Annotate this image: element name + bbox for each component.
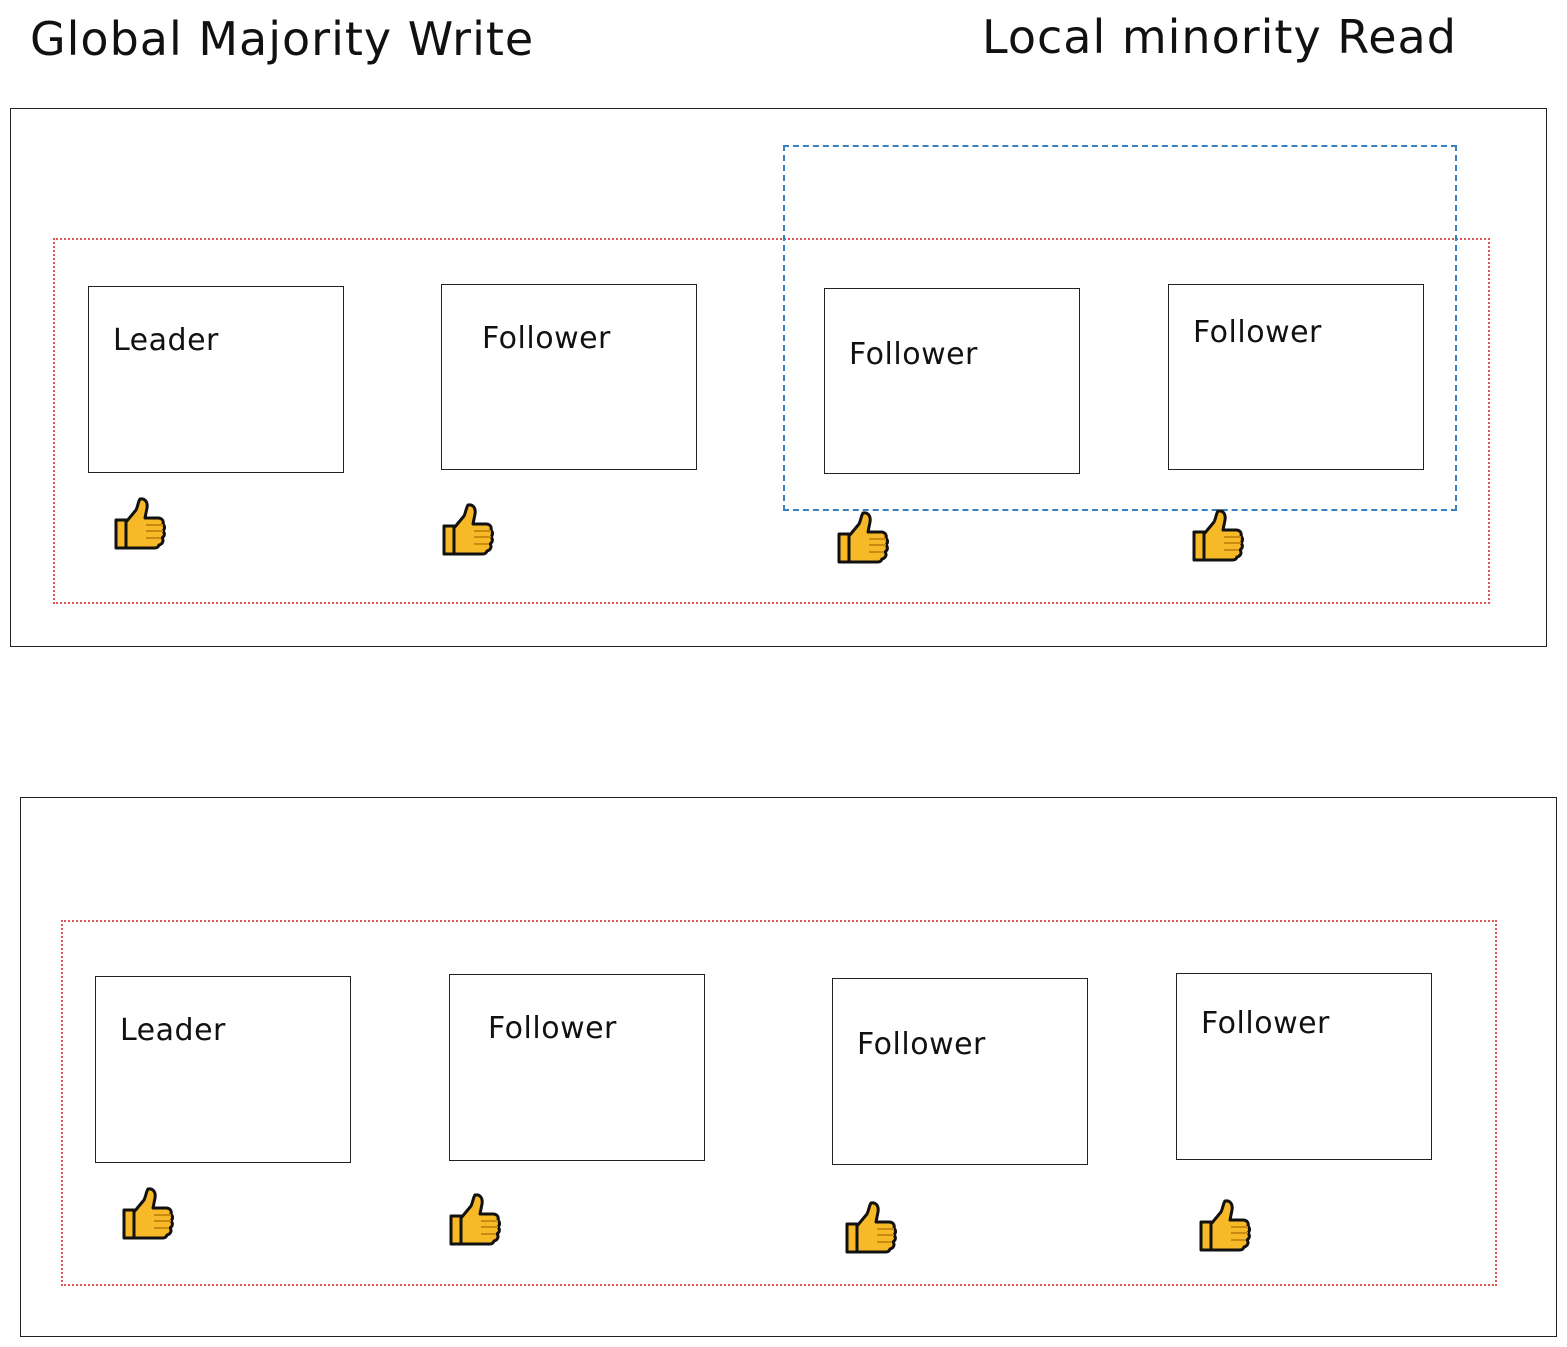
node-label: Follower — [488, 1011, 617, 1046]
thumbs-up-icon — [1192, 509, 1244, 562]
node-label: Follower — [849, 337, 978, 372]
node-follower: Follower — [832, 978, 1088, 1165]
thumbs-up-icon — [442, 503, 494, 556]
node-follower: Follower — [1168, 284, 1424, 470]
cluster-bottom — [20, 797, 1557, 1337]
node-label: Leader — [120, 1013, 226, 1048]
node-label: Follower — [857, 1027, 986, 1062]
node-follower: Follower — [441, 284, 697, 470]
title-local-minority-read: Local minority Read — [982, 10, 1457, 64]
node-label: Leader — [113, 323, 219, 358]
majority-quorum-top — [53, 238, 1490, 604]
node-label: Follower — [482, 321, 611, 356]
node-leader: Leader — [95, 976, 351, 1163]
thumbs-up-icon — [449, 1193, 501, 1246]
thumbs-up-icon — [122, 1187, 174, 1240]
node-follower: Follower — [824, 288, 1080, 474]
majority-quorum-bottom — [61, 920, 1497, 1286]
cluster-top — [10, 108, 1547, 647]
thumbs-up-icon — [1199, 1199, 1251, 1252]
node-label: Follower — [1201, 1006, 1330, 1041]
node-label: Follower — [1193, 315, 1322, 350]
node-leader: Leader — [88, 286, 344, 473]
node-follower: Follower — [449, 974, 705, 1161]
thumbs-up-icon — [837, 511, 889, 564]
thumbs-up-icon — [114, 497, 166, 550]
title-global-majority-write: Global Majority Write — [30, 12, 535, 66]
thumbs-up-icon — [845, 1201, 897, 1254]
node-follower: Follower — [1176, 973, 1432, 1160]
local-read-group — [783, 145, 1457, 511]
